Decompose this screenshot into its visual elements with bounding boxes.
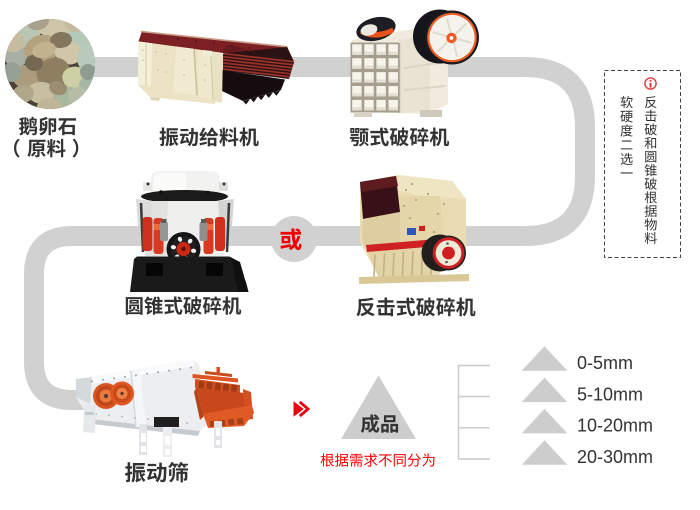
- svg-text:5-10mm: 5-10mm: [577, 384, 643, 404]
- svg-text:0-5mm: 0-5mm: [577, 353, 633, 373]
- svg-text:10-20mm: 10-20mm: [577, 416, 653, 436]
- svg-text:20-30mm: 20-30mm: [577, 447, 653, 467]
